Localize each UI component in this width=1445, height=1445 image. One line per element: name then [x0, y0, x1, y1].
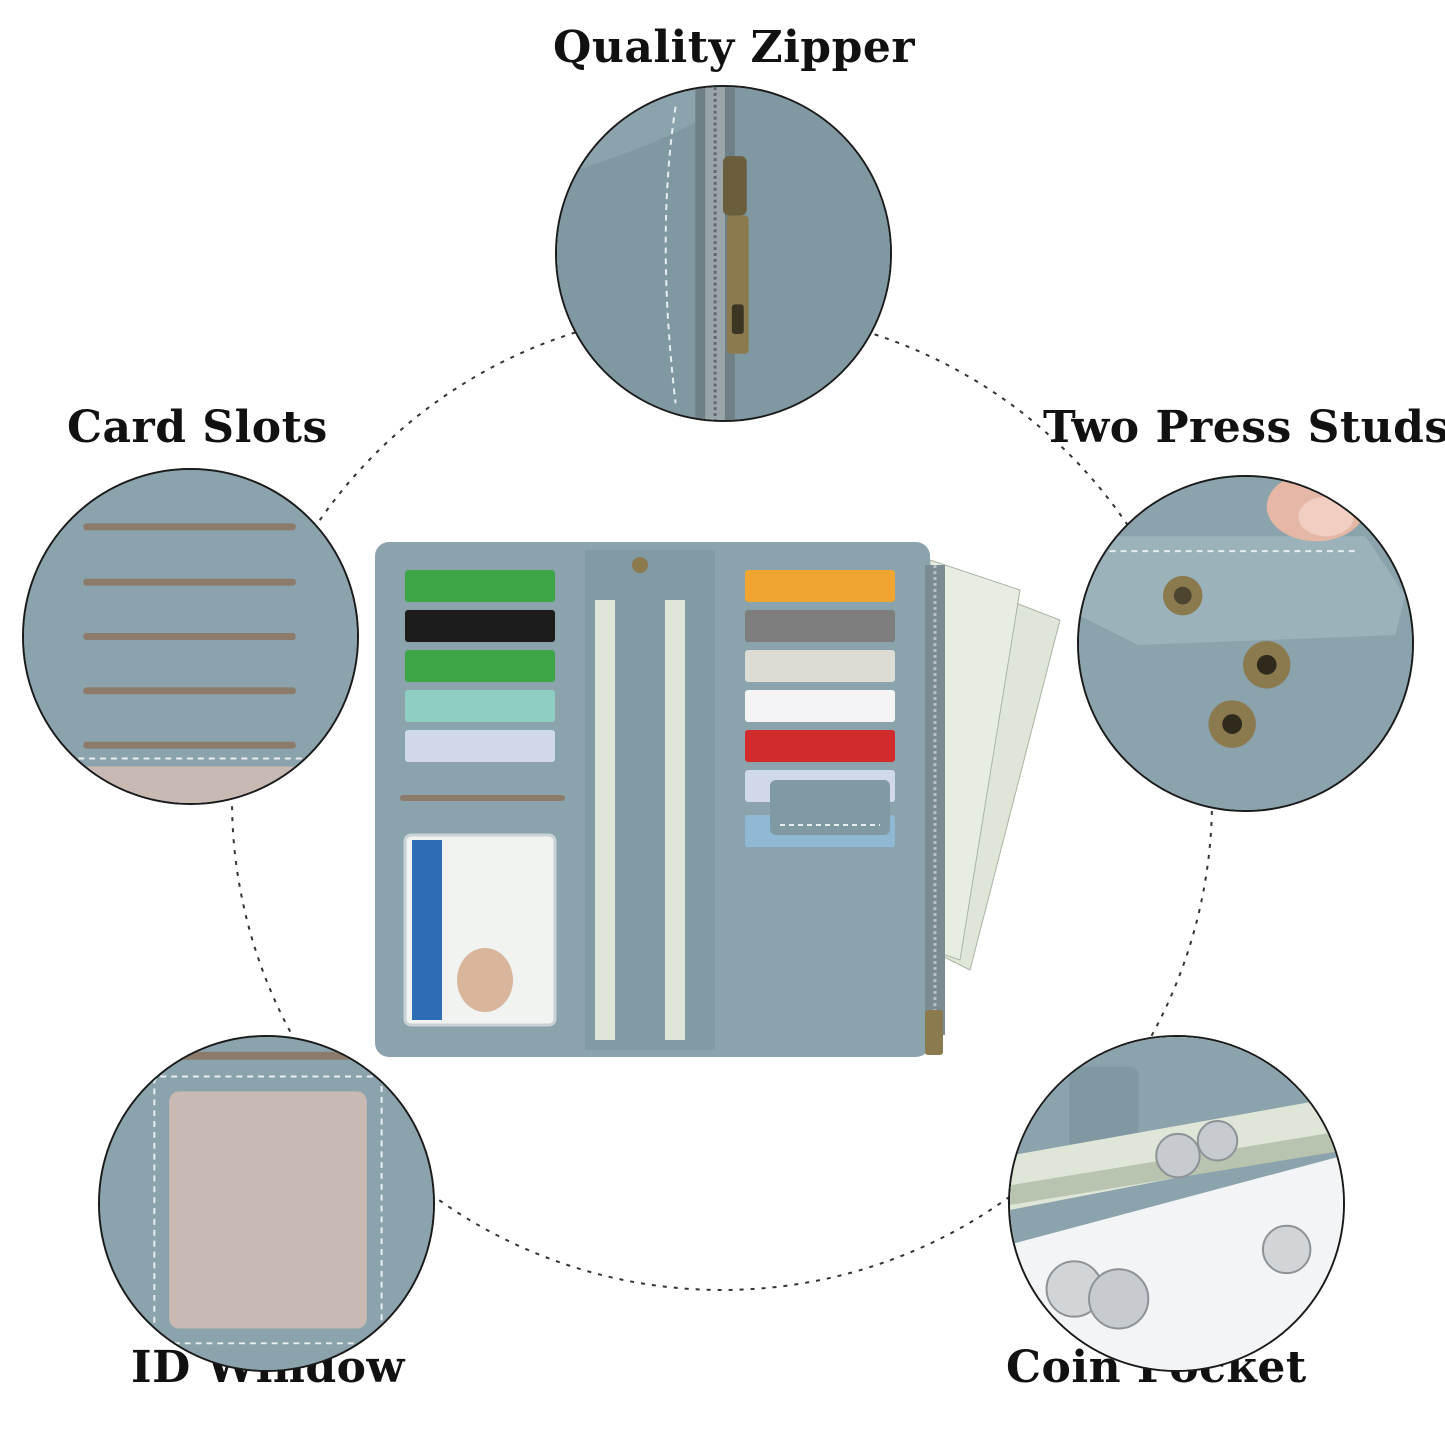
open-wallet-illustration	[370, 540, 1070, 1060]
zipper-icon	[557, 87, 890, 420]
card-slots-detail-circle	[22, 468, 359, 805]
label-card-slots: Card Slots	[67, 402, 328, 453]
coin-icon	[1010, 1037, 1343, 1370]
id-window-icon	[100, 1037, 433, 1370]
press-studs-detail-circle	[1077, 475, 1414, 812]
zipper-detail-circle	[555, 85, 892, 422]
label-quality-zipper: Quality Zipper	[553, 22, 916, 73]
label-two-press-studs: Two Press Studs	[1043, 402, 1445, 453]
press-stud-icon	[1079, 477, 1412, 810]
card-slots-icon	[24, 470, 357, 803]
coin-pocket-detail-circle	[1008, 1035, 1345, 1372]
id-window-detail-circle	[98, 1035, 435, 1372]
